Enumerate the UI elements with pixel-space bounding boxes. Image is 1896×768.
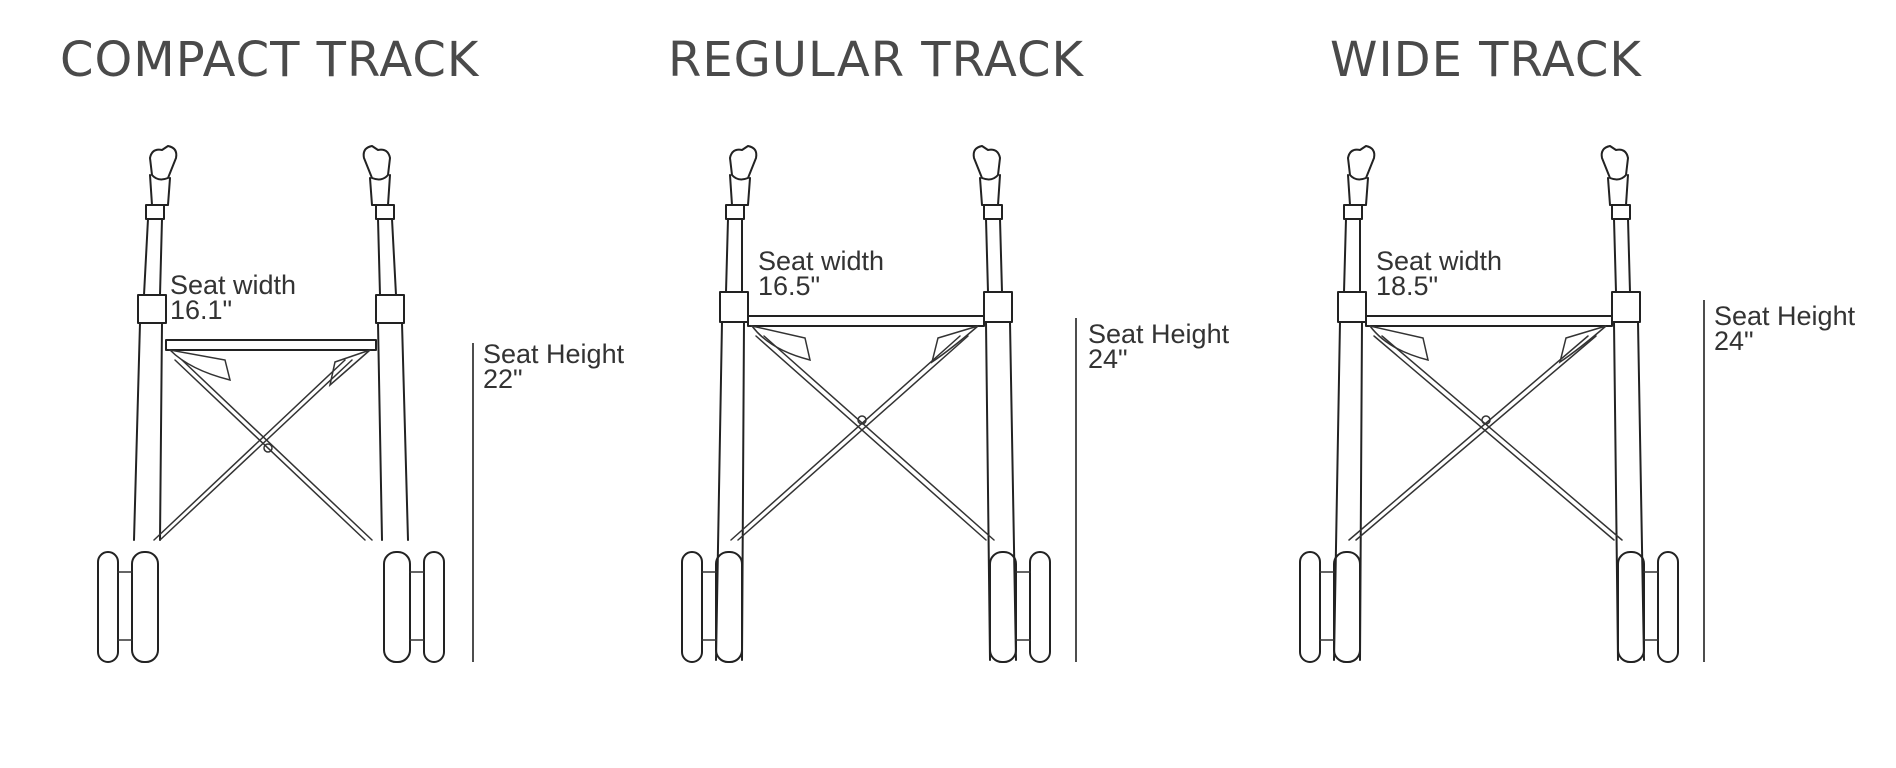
seat-height-value: 24" bbox=[1714, 326, 1754, 356]
seat-height-value: 22" bbox=[483, 364, 523, 394]
seat-height-value: 24" bbox=[1088, 344, 1128, 374]
panel-regular-track: REGULAR TRACK bbox=[668, 32, 1230, 663]
seat-height-label: Seat Height bbox=[1714, 301, 1856, 331]
panel-compact-track: COMPACT TRACK bbox=[60, 32, 625, 663]
seat-width-label: Seat width bbox=[170, 270, 296, 300]
seat-width-label: Seat width bbox=[1376, 246, 1502, 276]
rollator-drawing bbox=[1299, 145, 1679, 663]
panel-wide-track: WIDE TRACK bbox=[1299, 32, 1856, 663]
variant-title: WIDE TRACK bbox=[1330, 32, 1642, 88]
seat-width-label: Seat width bbox=[758, 246, 884, 276]
rollator-drawing bbox=[97, 145, 445, 663]
variant-title: REGULAR TRACK bbox=[668, 32, 1085, 88]
seat-width-value: 18.5" bbox=[1376, 271, 1438, 301]
rollator-drawing bbox=[681, 145, 1051, 663]
variant-title: COMPACT TRACK bbox=[60, 32, 480, 88]
seat-height-label: Seat Height bbox=[1088, 319, 1230, 349]
seat-height-label: Seat Height bbox=[483, 339, 625, 369]
seat-width-value: 16.1" bbox=[170, 295, 232, 325]
seat-width-value: 16.5" bbox=[758, 271, 820, 301]
